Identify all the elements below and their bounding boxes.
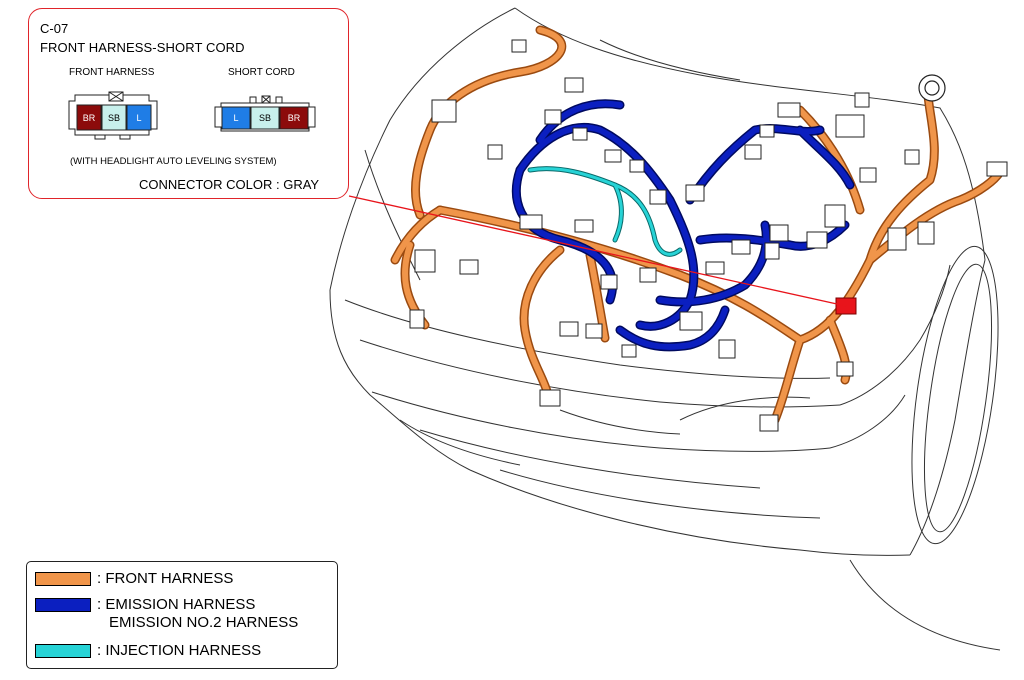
harness-legend: : FRONT HARNESS : EMISSION HARNESS EMISS… — [26, 561, 338, 669]
emission-harness-legend-label: : EMISSION HARNESS — [97, 596, 256, 613]
sc-pin-sb — [250, 106, 280, 130]
injection-harness-swatch — [35, 644, 91, 658]
sc-pin-br — [279, 106, 309, 130]
legend-row-front-harness: : FRONT HARNESS — [35, 570, 233, 588]
legend-row-injection-harness: : INJECTION HARNESS — [35, 642, 261, 660]
connector-code: C-07 — [40, 21, 69, 36]
sc-pin-l-label: L — [233, 113, 238, 123]
fh-pin-br — [76, 104, 102, 131]
fh-pin-sb-label: SB — [108, 113, 120, 123]
leveling-system-note: (WITH HEADLIGHT AUTO LEVELING SYSTEM) — [70, 156, 277, 167]
front-harness-connector-label: FRONT HARNESS — [69, 67, 155, 78]
front-harness-legend-label: : FRONT HARNESS — [97, 570, 234, 587]
legend-row-emission-harness: : EMISSION HARNESS EMISSION NO.2 HARNESS — [35, 596, 298, 632]
fh-pin-br-label: BR — [83, 113, 96, 123]
emission-harness-swatch — [35, 598, 91, 612]
sc-pin-l — [221, 106, 251, 130]
short-cord-connector-face: L SB BR — [214, 95, 316, 132]
callout-leader-line — [348, 195, 847, 307]
sc-pin-br-label: BR — [288, 113, 301, 123]
sc-pin-sb-label: SB — [259, 113, 271, 123]
connector-faces: BR SB L L SB BR — [68, 91, 316, 140]
fh-pin-l — [126, 104, 152, 131]
injection-harness-legend-label: : INJECTION HARNESS — [97, 642, 262, 659]
connector-title: FRONT HARNESS-SHORT CORD — [40, 40, 245, 55]
connectors — [409, 39, 1008, 432]
front-harness-connector-face: BR SB L — [68, 91, 158, 140]
connector-callout: C-07 FRONT HARNESS-SHORT CORD FRONT HARN… — [28, 8, 349, 199]
front-harness-swatch — [35, 572, 91, 586]
fh-pin-sb — [101, 104, 127, 131]
connector-color-text: CONNECTOR COLOR : GRAY — [139, 177, 320, 192]
short-cord-connector-label: SHORT CORD — [228, 67, 295, 78]
emission-no2-harness-legend-label: EMISSION NO.2 HARNESS — [109, 614, 299, 631]
fh-pin-l-label: L — [136, 113, 141, 123]
grommet — [918, 74, 946, 102]
